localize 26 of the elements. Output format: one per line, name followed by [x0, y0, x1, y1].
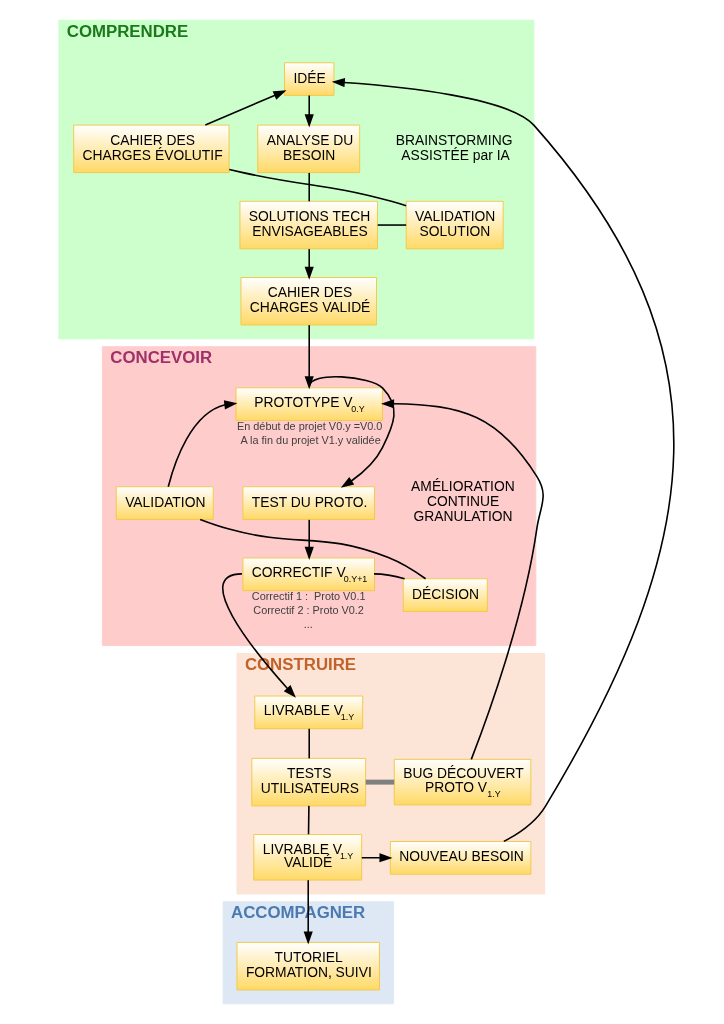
connector — [228, 168, 407, 207]
connector — [307, 728, 310, 760]
arrow — [304, 248, 314, 280]
arrow — [204, 90, 286, 126]
connector — [376, 224, 407, 226]
connector — [365, 779, 394, 785]
arrow — [307, 375, 395, 488]
node-label: A la fin du projet V1.y validée — [239, 434, 381, 447]
node-label: ... — [303, 618, 313, 631]
arrow — [166, 400, 237, 488]
connector — [307, 172, 310, 203]
node-label: En début de projet V0.y =V0.0 — [236, 420, 382, 433]
arrow — [304, 94, 314, 128]
label: AMÉLIORATION CONTINUE GRANULATION — [410, 478, 515, 525]
node-label: Correctif 1 : Proto V0.1 — [251, 590, 365, 603]
arrow — [303, 879, 313, 945]
arrow — [304, 519, 314, 560]
arrow — [331, 78, 674, 843]
node-label: Correctif 2 : Proto V0.2 — [252, 604, 364, 617]
connector — [372, 573, 405, 580]
label: BRAINSTORMING ASSISTÉE par IA — [395, 132, 512, 163]
arrow — [221, 573, 296, 698]
arrow — [380, 399, 544, 761]
connector — [198, 518, 426, 580]
arrow — [360, 853, 392, 863]
connector — [307, 805, 310, 836]
